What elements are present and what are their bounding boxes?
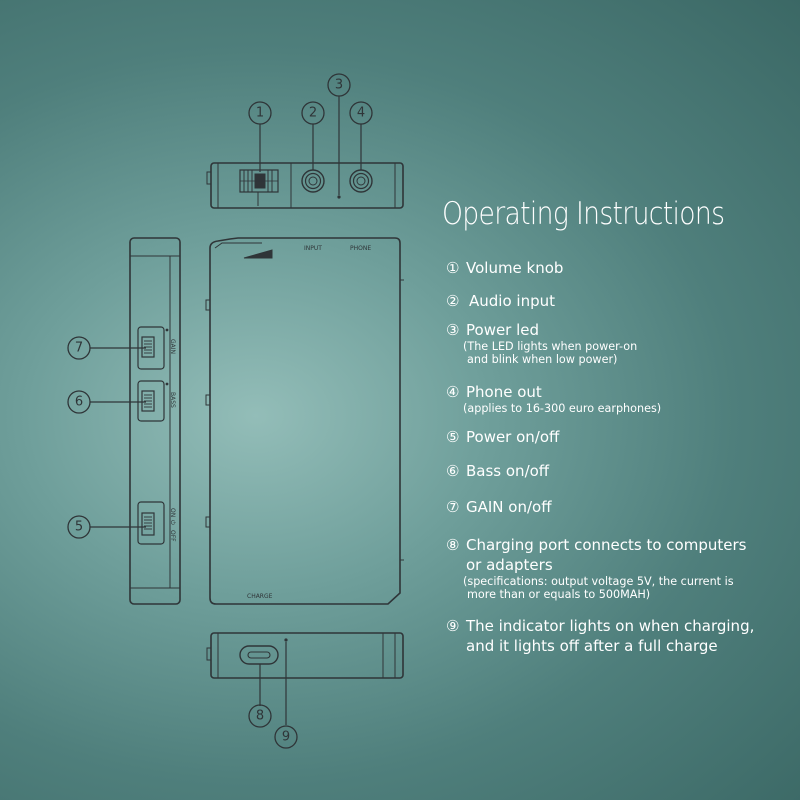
instruction-5-text: Power on/off (466, 428, 560, 446)
callout-1-circle (248, 101, 272, 125)
callout-2: 2 (309, 106, 317, 121)
callout-9-circle (274, 725, 298, 749)
instruction-8-text: Charging port connects to computers (466, 536, 747, 554)
callout-7: 7 (75, 341, 83, 356)
instruction-8-continuation: or adapters (466, 556, 553, 574)
instruction-1-number: ① (446, 259, 460, 277)
bottom-view (206, 632, 404, 725)
instruction-4-number: ④ (446, 383, 460, 401)
callout-6: 6 (75, 395, 83, 410)
instruction-8: ⑧ Charging port connects to computers or … (446, 535, 746, 601)
instruction-2-number: ② (446, 292, 460, 310)
callout-2-circle (301, 101, 325, 125)
instruction-1-text: Volume knob (466, 259, 564, 277)
side-view (90, 237, 181, 605)
instruction-6-text: Bass on/off (466, 462, 550, 480)
instruction-3-number: ③ (446, 321, 460, 339)
instruction-3-detail-1: (The LED lights when power-on (463, 340, 638, 353)
power-led-dot (337, 195, 341, 199)
bass-switch (137, 380, 165, 422)
instruction-1: ① Volume knob (446, 258, 563, 278)
on-label: ON (169, 508, 176, 517)
bass-label: BASS (169, 392, 176, 408)
volume-knob (239, 169, 279, 206)
phone-out-jack (349, 169, 373, 193)
callout-8: 8 (256, 709, 264, 724)
callout-5-circle (67, 515, 91, 539)
gain-label: GAIN (169, 339, 176, 354)
instruction-8-detail-2: more than or equals to 500MAH) (467, 588, 651, 601)
callout-9: 9 (282, 730, 290, 745)
instruction-3-detail-2: and blink when low power) (467, 353, 618, 366)
instruction-9-number: ⑨ (446, 617, 460, 635)
callout-7-circle (67, 336, 91, 360)
power-symbol-icon: ⏻ (169, 520, 176, 525)
instruction-7: ⑦ GAIN on/off (446, 497, 552, 517)
instruction-5-number: ⑤ (446, 428, 460, 446)
page-title: Operating Instructions (442, 196, 725, 232)
off-label: OFF (169, 530, 176, 542)
callout-8-circle (248, 704, 272, 728)
instruction-3: ③ Power led (The LED lights when power-on… (446, 320, 637, 366)
charge-label: CHARGE (247, 593, 273, 600)
callout-4-circle (349, 101, 373, 125)
instruction-7-text: GAIN on/off (466, 498, 552, 516)
instruction-9-continuation: and it lights off after a full charge (466, 637, 718, 655)
callout-3: 3 (335, 78, 343, 93)
instruction-3-text: Power led (466, 321, 540, 339)
power-switch (137, 501, 165, 545)
callout-6-circle (67, 390, 91, 414)
front-view (205, 237, 404, 605)
callout-3-circle (327, 73, 351, 97)
callout-5: 5 (75, 520, 83, 535)
audio-input-jack (301, 169, 325, 193)
phone-label: PHONE (350, 245, 371, 252)
instruction-5: ⑤ Power on/off (446, 427, 559, 447)
input-label: INPUT (304, 245, 322, 252)
instruction-8-detail-1: (specifications: output voltage 5V, the … (463, 575, 734, 588)
callout-4: 4 (357, 106, 365, 121)
instruction-7-number: ⑦ (446, 498, 460, 516)
instruction-6-number: ⑥ (446, 462, 460, 480)
instruction-4-text: Phone out (466, 383, 542, 401)
charging-port (239, 645, 279, 665)
instruction-2-text: Audio input (469, 292, 555, 310)
top-view (206, 96, 404, 209)
callout-1: 1 (256, 106, 264, 121)
instruction-8-number: ⑧ (446, 536, 460, 554)
instruction-4-detail-1: (applies to 16-300 euro earphones) (463, 402, 662, 415)
instruction-2: ② Audio input (446, 291, 555, 311)
instruction-6: ⑥ Bass on/off (446, 461, 549, 481)
instruction-4: ④ Phone out (applies to 16-300 euro earph… (446, 382, 661, 415)
instruction-9-text: The indicator lights on when charging, (466, 617, 755, 635)
charge-indicator-dot (284, 638, 288, 642)
